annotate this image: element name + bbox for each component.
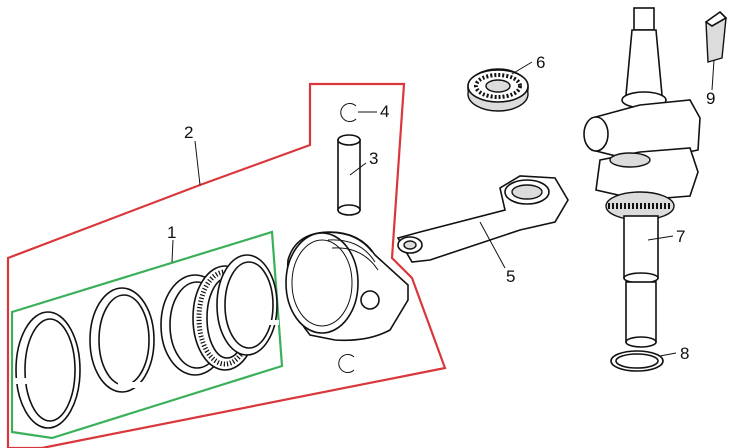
ring-set-outline (10, 230, 284, 440)
callout-2: 2 (184, 123, 193, 142)
pin-clip-upper (340, 103, 357, 122)
crankshaft (583, 7, 701, 348)
callout-1: 1 (167, 223, 176, 242)
callout-6: 6 (536, 53, 545, 72)
key (704, 10, 728, 63)
piston-ring-2 (89, 287, 155, 393)
callout-8: 8 (680, 344, 689, 363)
callout-5: 5 (506, 267, 515, 286)
connecting-rod (396, 175, 569, 263)
piston-kit-outline (6, 82, 447, 448)
callout-4: 4 (380, 102, 389, 121)
callout-3: 3 (369, 149, 378, 168)
piston (285, 231, 409, 342)
piston-ring-set (14, 254, 279, 429)
callout-9: 9 (706, 89, 715, 108)
piston-pin (337, 134, 361, 216)
callout-7: 7 (676, 227, 685, 246)
expander-ring (216, 254, 279, 356)
washer (610, 350, 664, 372)
piston-ring-1 (14, 311, 81, 429)
bearing (467, 68, 529, 112)
pin-clip-lower (338, 354, 355, 373)
leader-lines (171, 59, 715, 357)
